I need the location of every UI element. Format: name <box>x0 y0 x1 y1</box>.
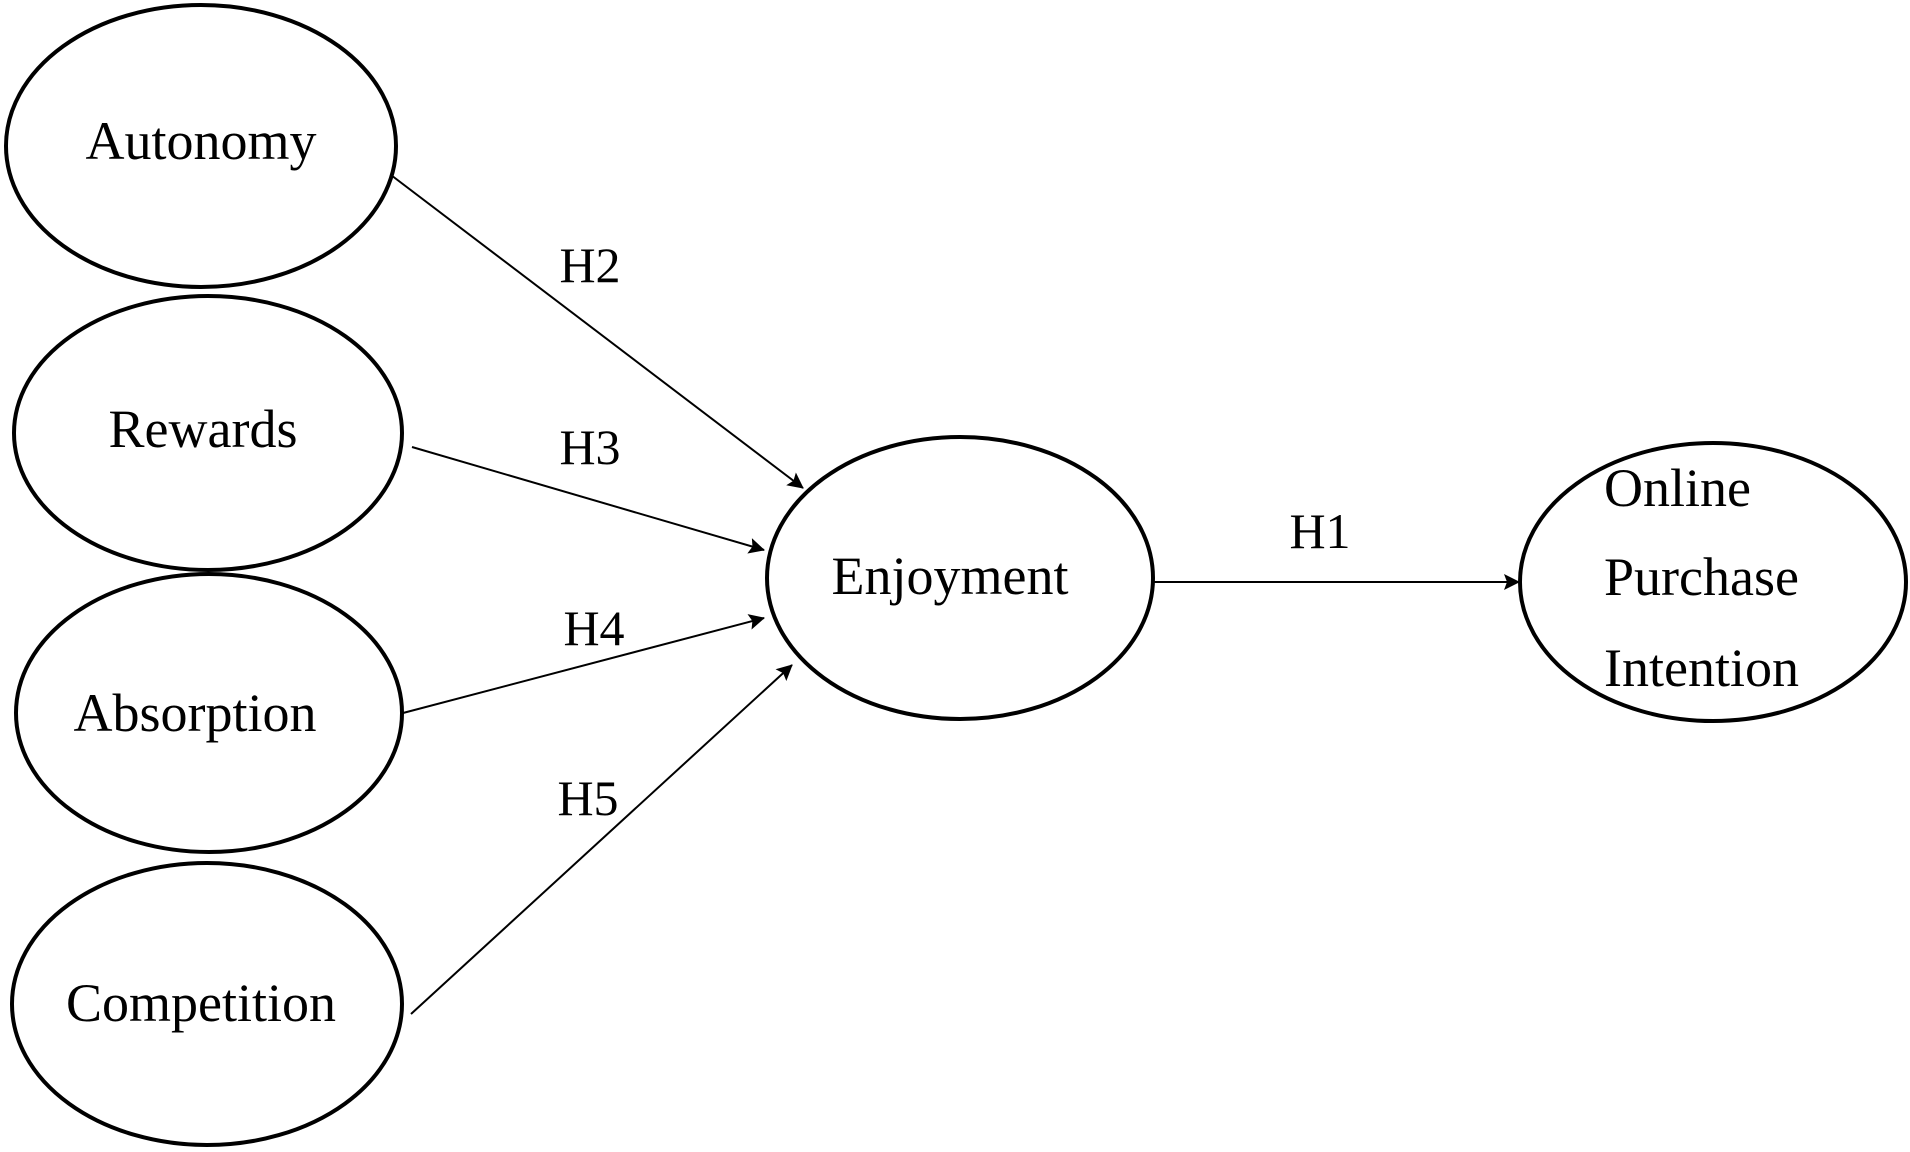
enjoyment-ellipse <box>765 435 1155 721</box>
competition-label: Competition <box>66 973 336 1033</box>
node-competition: Competition <box>10 861 404 1147</box>
edge-label-h4: H4 <box>563 600 624 656</box>
autonomy-label: Autonomy <box>85 111 316 171</box>
online-purchase-intention-ellipse <box>1518 441 1908 723</box>
rewards-label: Rewards <box>109 399 298 459</box>
edge-label-h5: H5 <box>557 770 618 826</box>
edge-rewards-enjoyment <box>411 446 765 554</box>
node-rewards: Rewards <box>12 294 404 572</box>
edge-absorption-enjoyment <box>402 614 765 714</box>
node-enjoyment: Enjoyment <box>765 435 1155 721</box>
edges <box>386 171 1520 1015</box>
edge-label-h1: H1 <box>1289 503 1350 559</box>
edge-label-h3: H3 <box>559 419 620 475</box>
absorption-ellipse <box>14 572 404 854</box>
edge-autonomy-enjoyment <box>386 171 804 489</box>
online-purchase-intention-label-line-3: Intention <box>1604 638 1799 698</box>
rewards-ellipse <box>12 294 404 572</box>
edge-labels: H2 H3 H4 H5 H1 <box>557 237 1350 826</box>
node-autonomy: Autonomy <box>4 3 398 289</box>
node-absorption: Absorption <box>14 572 404 854</box>
absorption-label: Absorption <box>74 683 317 743</box>
edge-competition-enjoyment <box>410 664 793 1015</box>
online-purchase-intention-label-line-2: Purchase <box>1604 547 1799 607</box>
node-online-purchase-intention: Online Purchase Intention <box>1518 441 1908 723</box>
online-purchase-intention-label-line-1: Online <box>1604 458 1751 518</box>
autonomy-ellipse <box>4 3 398 289</box>
competition-ellipse <box>10 861 404 1147</box>
edge-label-h2: H2 <box>559 237 620 293</box>
enjoyment-label: Enjoyment <box>832 546 1069 606</box>
